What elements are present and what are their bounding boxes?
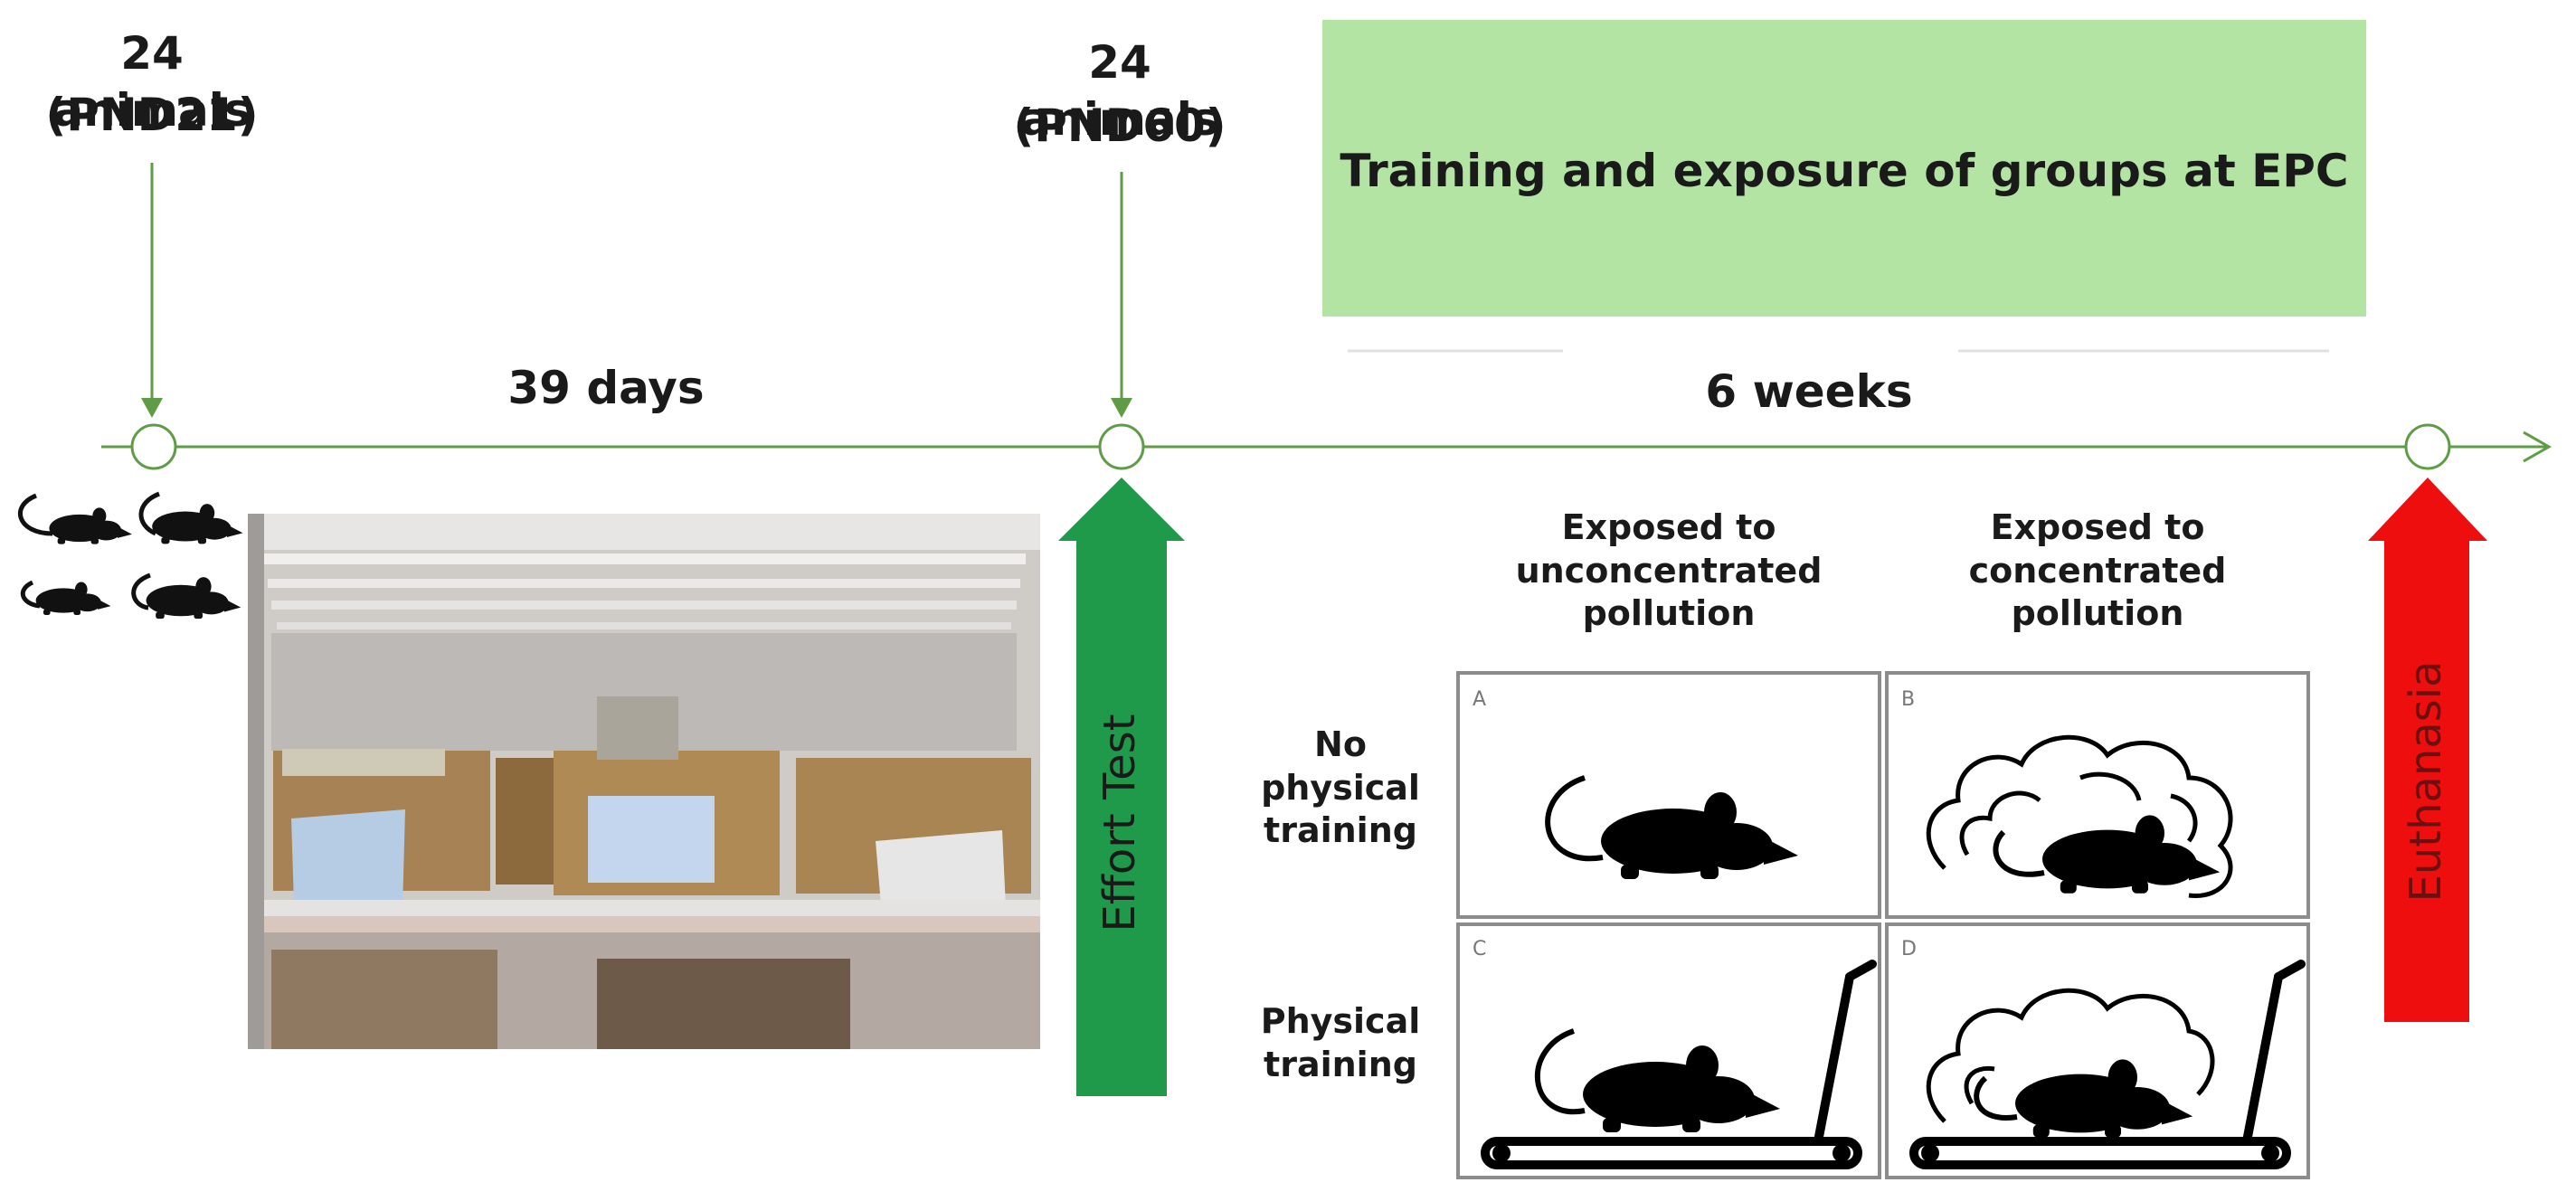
panel-letter-a: A [1473,688,1486,711]
drop-arrowhead-start [141,398,163,418]
timeline [101,163,2552,470]
mouse-on-treadmill-in-smog-icon [1909,960,2306,1169]
mid-age-label: (PND60) [1013,99,1226,152]
drop-arrowhead-mid [1111,398,1132,418]
timeline-node-end [2404,423,2451,470]
row-label-training: Physical training [1260,1001,1421,1084]
phase2-duration-label: 6 weeks [1705,365,1913,418]
design-grid [1456,671,2310,1179]
panel-letter-b: B [1901,688,1915,711]
cage-rack-photo [248,514,1040,1049]
row-label-no-training: No physical training [1261,724,1420,850]
mouse-on-treadmill-icon [1481,960,1877,1169]
timeline-arrowhead [2523,430,2552,463]
euthanasia-label: Euthanasia [2401,660,2451,903]
effort-test-label: Effort Test [1094,714,1145,932]
mouse-in-smog-icon [1926,734,2233,898]
effort-test-arrow [1058,478,1185,1096]
column-label-unconcentrated: Exposed to unconcentrated pollution [1515,507,1823,633]
mice-group-icon [18,491,243,620]
panel-letter-d: D [1901,938,1917,960]
timeline-node-mid [1098,423,1145,470]
column-label-concentrated: Exposed to concentrated pollution [1968,507,2227,633]
panel-letter-c: C [1473,938,1486,960]
banner-box [1322,20,2366,317]
banner-text: Training and exposure of groups at EPC [1340,145,2349,197]
euthanasia-arrow [2368,478,2487,1022]
mouse-icon [1545,775,1798,879]
timeline-node-start [130,423,177,470]
phase1-duration-label: 39 days [507,362,705,414]
start-age-label: (PND21) [45,89,259,141]
mid-count-label: 24 animals [1020,36,1219,146]
start-count-label: 24 animals [52,27,251,137]
